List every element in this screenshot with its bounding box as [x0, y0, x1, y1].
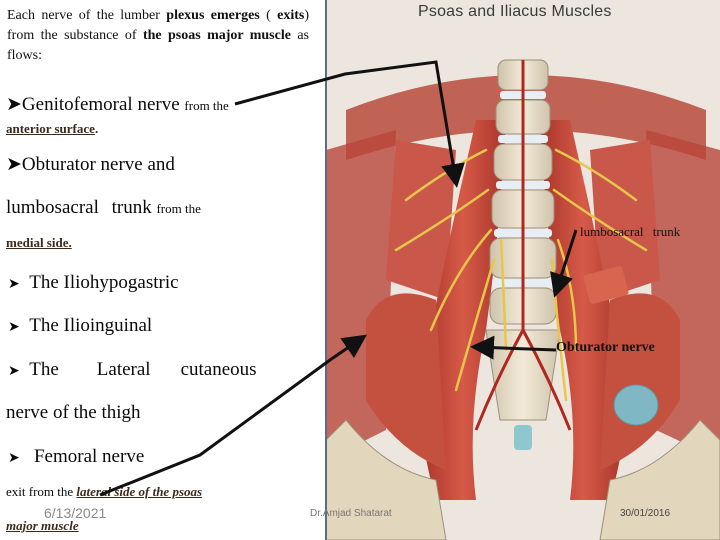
- genitofemoral-location-line: anterior surface.: [6, 121, 98, 137]
- bullet-arrow-icon: ➤: [8, 363, 20, 379]
- panel-divider: [325, 0, 327, 540]
- femoral-item: ➤ Femoral nerve: [8, 446, 144, 468]
- footer-date: 6/13/2021: [44, 505, 107, 521]
- lateral-word-3: cutaneous: [180, 359, 257, 380]
- lateral-line2-text: nerve of the thigh: [6, 402, 141, 423]
- footer-date-2: 30/01/2016: [620, 508, 671, 519]
- footer-author: Dr.Amjad Shatarat: [310, 508, 392, 519]
- femoral-location-line2: major muscle: [6, 518, 79, 534]
- obturator-trunk: lumbosacral trunk: [6, 197, 152, 218]
- obturator-location-line: medial side.: [6, 235, 72, 251]
- intro-text-7: as flows:: [7, 28, 309, 63]
- genitofemoral-from: from the: [184, 98, 229, 113]
- genitofemoral-location: anterior surface: [6, 121, 95, 136]
- intro-text-4: exits: [277, 8, 305, 23]
- ilioinguinal-label: The Ilioinguinal: [29, 315, 153, 336]
- femoral-title: Femoral nerve: [33, 446, 145, 467]
- obturator-title: Obturator nerve and: [21, 154, 175, 175]
- lumbosacral-label: lumbosacral trunk: [580, 224, 681, 239]
- intro-text-5: ) from the substance of: [7, 8, 309, 43]
- genitofemoral-period: .: [94, 121, 99, 136]
- iliohypogastric-item: ➤ The Iliohypogastric: [8, 272, 179, 294]
- bullet-arrow-icon: ➤: [8, 319, 20, 335]
- text-panel: Each nerve of the lumber plexus emerges …: [0, 0, 326, 540]
- femoral-location-2: major muscle: [6, 518, 79, 533]
- obturator-from: from the: [156, 201, 201, 216]
- lateral-word-2: Lateral: [96, 359, 151, 380]
- iliohypogastric-label: The Iliohypogastric: [29, 272, 179, 293]
- anatomy-illustration: Psoas and Iliacus Muscles: [326, 0, 720, 540]
- lateral-word-1: The: [29, 359, 59, 380]
- illustration-title: Psoas and Iliacus Muscles: [418, 3, 612, 20]
- genitofemoral-title: Genitofemoral nerve: [21, 94, 180, 115]
- bullet-arrow-icon: ➤: [6, 93, 22, 115]
- psoas-iliacus-drawing: [326, 0, 720, 540]
- obturator-location: medial side.: [6, 235, 72, 250]
- intro-text-3: (: [259, 8, 278, 23]
- intro-text-1: Each nerve of the lumber: [7, 8, 167, 23]
- femoral-exit-text: exit from the: [6, 484, 77, 499]
- obturator-label: Obturator nerve: [556, 340, 655, 355]
- intro-paragraph: Each nerve of the lumber plexus emerges …: [7, 6, 309, 66]
- bullet-arrow-icon: ➤: [8, 276, 20, 292]
- lateral-cutaneous-line2: nerve of the thigh: [6, 402, 141, 424]
- femoral-location-1: lateral side of the psoas: [76, 484, 203, 499]
- lateral-cutaneous-item: ➤ The Lateral cutaneous: [8, 359, 257, 381]
- ilioinguinal-item: ➤ The Ilioinguinal: [8, 315, 152, 337]
- intro-text-2: plexus emerges: [166, 8, 260, 23]
- femoral-exit-line: exit from the lateral side of the psoas: [6, 484, 202, 500]
- obturator-line2: lumbosacral trunk from the: [6, 197, 201, 219]
- bullet-arrow-icon: ➤: [8, 450, 20, 466]
- obturator-heading: ➤Obturator nerve and: [6, 153, 175, 176]
- intro-text-6: the psoas major muscle: [142, 28, 291, 43]
- bullet-arrow-icon: ➤: [6, 153, 22, 175]
- genitofemoral-heading: ➤Genitofemoral nerve from the: [6, 93, 229, 116]
